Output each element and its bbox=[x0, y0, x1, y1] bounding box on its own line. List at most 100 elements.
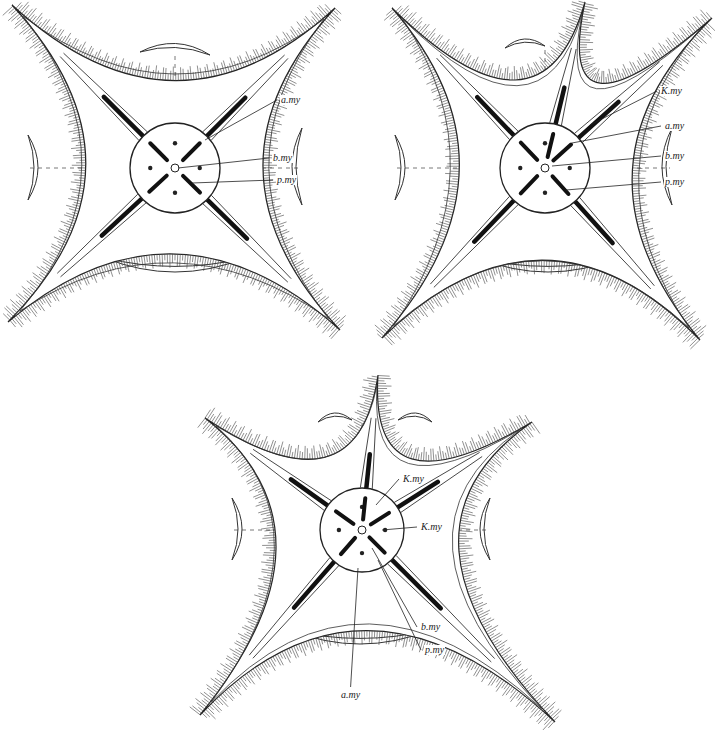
cilium bbox=[331, 326, 335, 331]
cilium bbox=[459, 528, 470, 529]
cilium bbox=[236, 641, 247, 647]
cilium bbox=[68, 198, 81, 201]
cilium bbox=[443, 451, 445, 460]
cilium bbox=[429, 33, 435, 41]
cilium bbox=[313, 639, 315, 645]
cilium bbox=[461, 518, 468, 519]
cilium bbox=[287, 444, 290, 457]
cilium bbox=[450, 286, 456, 297]
cilium bbox=[536, 698, 541, 702]
cilium bbox=[682, 27, 690, 37]
cilium bbox=[503, 423, 509, 434]
cilium bbox=[633, 62, 638, 72]
cilium bbox=[460, 525, 466, 527]
cilium bbox=[302, 452, 303, 459]
cilium bbox=[26, 9, 33, 17]
cilium bbox=[512, 72, 513, 80]
cilium bbox=[397, 324, 405, 334]
cilium bbox=[79, 152, 85, 153]
cilium bbox=[72, 172, 85, 174]
cilium bbox=[431, 38, 435, 43]
cilium bbox=[386, 9, 393, 15]
cilium bbox=[224, 691, 233, 701]
cilium bbox=[206, 685, 217, 693]
cilium bbox=[505, 443, 512, 451]
cilium bbox=[252, 483, 260, 487]
cilium bbox=[215, 700, 219, 705]
cilium bbox=[234, 265, 236, 271]
cilium bbox=[459, 555, 473, 557]
cilium bbox=[262, 663, 269, 674]
cilium bbox=[651, 302, 657, 310]
cilium bbox=[119, 261, 122, 272]
cilium bbox=[204, 711, 210, 717]
cilium bbox=[486, 625, 498, 632]
cilium bbox=[482, 669, 487, 677]
cilium bbox=[33, 303, 36, 308]
cilium bbox=[432, 297, 438, 306]
cilium bbox=[34, 42, 42, 48]
cilium bbox=[445, 221, 451, 223]
cilium bbox=[581, 61, 588, 63]
cilium bbox=[381, 631, 383, 640]
cilium bbox=[411, 637, 413, 647]
arm-canal bbox=[249, 558, 330, 655]
cilium bbox=[526, 427, 534, 437]
cilium bbox=[517, 416, 523, 427]
cilium bbox=[399, 634, 401, 642]
cilium bbox=[382, 425, 389, 427]
cilium bbox=[400, 32, 411, 40]
cilium bbox=[544, 716, 548, 721]
arm-canal bbox=[437, 58, 510, 140]
cilium bbox=[411, 453, 413, 459]
cilium bbox=[361, 631, 362, 645]
cilium bbox=[482, 470, 492, 477]
cilium bbox=[240, 55, 245, 67]
lens-arc bbox=[28, 135, 38, 200]
cilium bbox=[71, 139, 84, 141]
cilium bbox=[514, 66, 515, 80]
cilium bbox=[334, 317, 340, 323]
cilium bbox=[16, 301, 22, 307]
cilium bbox=[246, 51, 252, 64]
muscle-band bbox=[336, 511, 354, 523]
cilium bbox=[378, 375, 390, 377]
cilium bbox=[417, 308, 423, 316]
cilium bbox=[209, 706, 213, 710]
cilium bbox=[70, 189, 83, 191]
cilium bbox=[430, 298, 433, 303]
cilium bbox=[320, 444, 323, 457]
cilium bbox=[12, 308, 17, 312]
cilium bbox=[561, 262, 563, 274]
cilium bbox=[467, 498, 475, 501]
cilium bbox=[501, 649, 511, 656]
cilium bbox=[447, 163, 459, 164]
cilium bbox=[633, 195, 647, 196]
cilium bbox=[50, 28, 56, 36]
cilium bbox=[271, 215, 284, 219]
cilium bbox=[636, 215, 646, 217]
leader-line bbox=[376, 479, 399, 505]
cilium bbox=[581, 265, 582, 271]
cilium bbox=[702, 19, 706, 24]
cilium bbox=[469, 594, 476, 596]
cilium bbox=[214, 62, 217, 75]
cilium bbox=[678, 34, 684, 41]
cilium bbox=[630, 286, 633, 291]
cilium bbox=[378, 393, 390, 394]
cilium bbox=[306, 25, 310, 30]
cilium bbox=[269, 532, 275, 534]
cilium bbox=[366, 631, 367, 637]
cilium bbox=[471, 276, 475, 285]
cilium bbox=[582, 18, 588, 20]
cilium bbox=[482, 436, 486, 446]
cilium bbox=[459, 655, 462, 661]
cilium bbox=[608, 74, 609, 83]
cilium bbox=[69, 107, 76, 109]
cilium bbox=[238, 633, 250, 639]
cilium bbox=[706, 12, 711, 18]
part-label: b.my bbox=[272, 153, 293, 163]
cilium bbox=[341, 632, 342, 640]
cilium bbox=[340, 443, 344, 448]
cilium bbox=[480, 618, 485, 621]
